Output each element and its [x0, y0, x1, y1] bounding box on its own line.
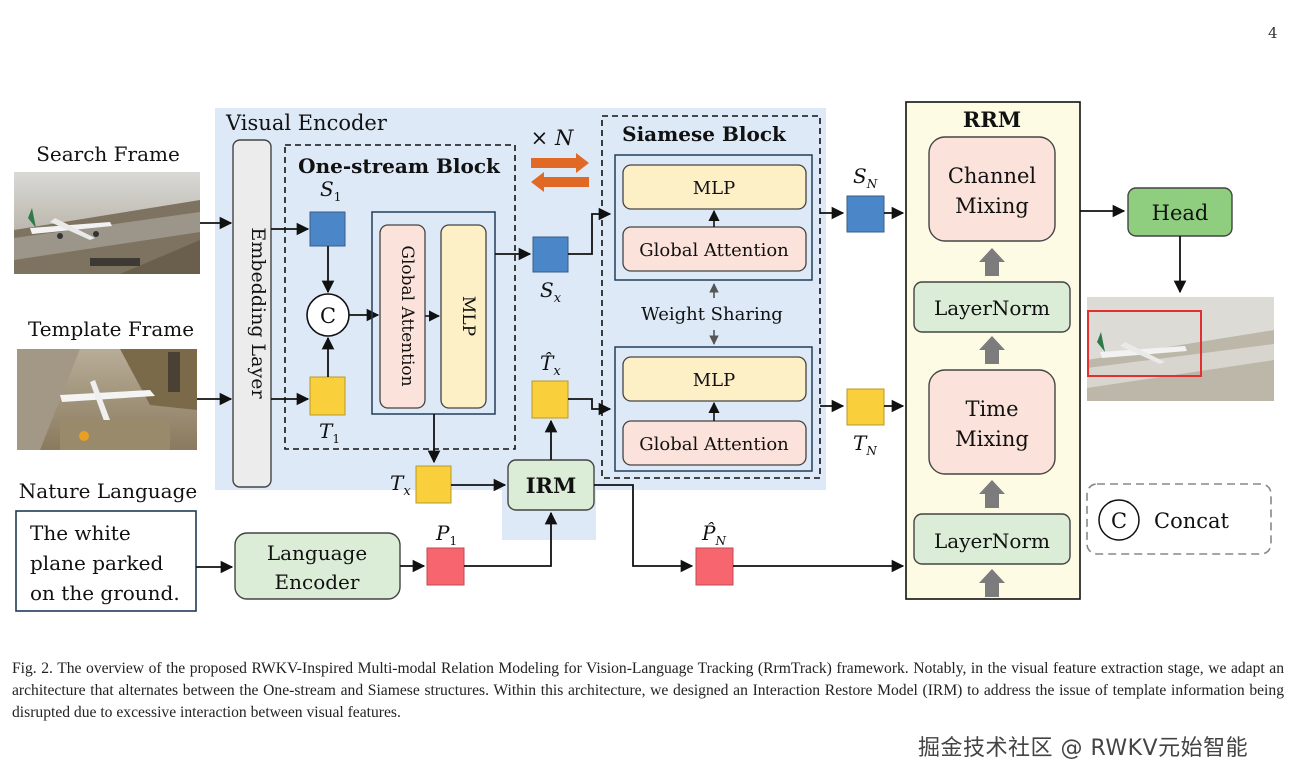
siamese-bottom-mlp-box	[622, 356, 807, 402]
language-text-line-2: plane parked	[30, 551, 163, 575]
token-p1	[426, 547, 465, 586]
siamese-top-attention-label: Global Attention	[639, 240, 789, 261]
layernorm-top-label: LayerNorm	[934, 296, 1050, 320]
language-text-line-3: on the ground.	[30, 581, 180, 605]
one-stream-mlp-label: MLP	[458, 296, 478, 336]
head-label: Head	[1152, 201, 1209, 225]
template-frame-image	[17, 349, 197, 450]
token-tx	[415, 465, 452, 504]
framework-figure: Visual Encoder Search Frame Template Fra…	[14, 101, 1274, 612]
siamese-block-title: Siamese Block	[622, 122, 787, 146]
gray-arrow-4	[979, 569, 1005, 597]
token-t1	[309, 376, 346, 416]
orange-arrow-left	[531, 172, 589, 192]
siamese-top-mlp-box	[622, 164, 807, 210]
arrow-sx-to-siamese-top	[568, 207, 612, 255]
token-sx	[532, 236, 569, 273]
siamese-bottom-frame	[614, 346, 813, 472]
arrow-p1-to-irm	[464, 511, 558, 567]
concat-symbol: C	[320, 304, 336, 328]
layernorm-bottom-label: LayerNorm	[934, 529, 1050, 553]
token-t1-label: T1	[319, 419, 340, 446]
token-s1-label: S1	[320, 177, 341, 204]
legend-box	[1086, 483, 1272, 555]
search-frame-label: Search Frame	[36, 142, 180, 166]
token-pn-hat-label: P̂N	[701, 521, 726, 548]
token-tx-label: Tx	[390, 471, 411, 499]
legend-concat-label: Concat	[1154, 509, 1230, 533]
layernorm-top-box	[913, 281, 1071, 333]
token-sn	[846, 195, 885, 233]
token-p1-label: P1	[435, 521, 457, 548]
embedding-layer-label: Embedding Layer	[247, 227, 269, 399]
one-stream-global-attention-label: Global Attention	[397, 245, 417, 386]
channel-mixing-label-1: Channel	[948, 164, 1037, 188]
page-number: 4	[1268, 24, 1278, 42]
one-stream-block-frame	[284, 144, 516, 450]
search-frame-image	[14, 172, 200, 274]
channel-mixing-box	[928, 136, 1056, 242]
token-tx-hat	[531, 380, 569, 419]
irm-label: IRM	[526, 473, 577, 498]
repeat-label: × N	[531, 126, 574, 150]
visual-encoder-title: Visual Encoder	[225, 111, 388, 135]
token-sn-label: SN	[853, 164, 878, 191]
siamese-bottom-mlp-label: MLP	[693, 370, 736, 391]
token-tn-label: TN	[853, 431, 877, 458]
embedding-layer-box	[232, 139, 272, 488]
siamese-top-mlp-label: MLP	[693, 178, 736, 199]
token-pn-hat	[695, 547, 734, 586]
siamese-bottom-attention-label: Global Attention	[639, 434, 789, 455]
token-sx-label: Sx	[540, 278, 562, 306]
one-stream-block-title: One-stream Block	[298, 154, 501, 178]
token-tx-hat-label: T̂x	[540, 351, 561, 379]
time-mixing-box	[928, 369, 1056, 475]
caption-text: The overview of the proposed RWKV-Inspir…	[12, 659, 1284, 721]
time-mixing-label-2: Mixing	[955, 427, 1029, 451]
template-frame-label: Template Frame	[28, 317, 194, 341]
legend-concat-symbol: C	[1111, 509, 1127, 533]
token-tn	[846, 388, 885, 426]
figure-caption: Fig. 2. The overview of the proposed RWK…	[12, 658, 1284, 724]
rrm-title: RRM	[963, 107, 1021, 132]
language-text-line-1: The white	[30, 521, 131, 545]
weight-sharing-label: Weight Sharing	[641, 304, 783, 325]
gray-arrow-3	[979, 480, 1005, 508]
language-encoder-label-1: Language	[267, 541, 367, 565]
arrow-irm-to-pn-hat	[594, 484, 694, 573]
nature-language-label: Nature Language	[19, 479, 197, 503]
one-stream-mlp-box	[440, 224, 487, 409]
layernorm-bottom-box	[913, 513, 1071, 565]
siamese-top-frame	[614, 154, 813, 281]
legend-concat-icon	[1098, 499, 1140, 541]
output-frame-image	[1087, 297, 1274, 401]
caption-label: Fig. 2.	[12, 659, 53, 677]
arrow-tx-hat-to-siamese-bottom	[568, 398, 612, 416]
language-encoder-label-2: Encoder	[275, 570, 360, 594]
gray-arrow-1	[979, 248, 1005, 276]
language-text-box	[15, 510, 197, 612]
time-mixing-label-1: Time	[965, 397, 1018, 421]
token-s1	[309, 211, 346, 247]
watermark: 掘金技术社区 @ RWKV元始智能	[918, 736, 1249, 761]
orange-arrow-right	[531, 153, 589, 173]
channel-mixing-label-2: Mixing	[955, 194, 1029, 218]
gray-arrow-2	[979, 336, 1005, 364]
